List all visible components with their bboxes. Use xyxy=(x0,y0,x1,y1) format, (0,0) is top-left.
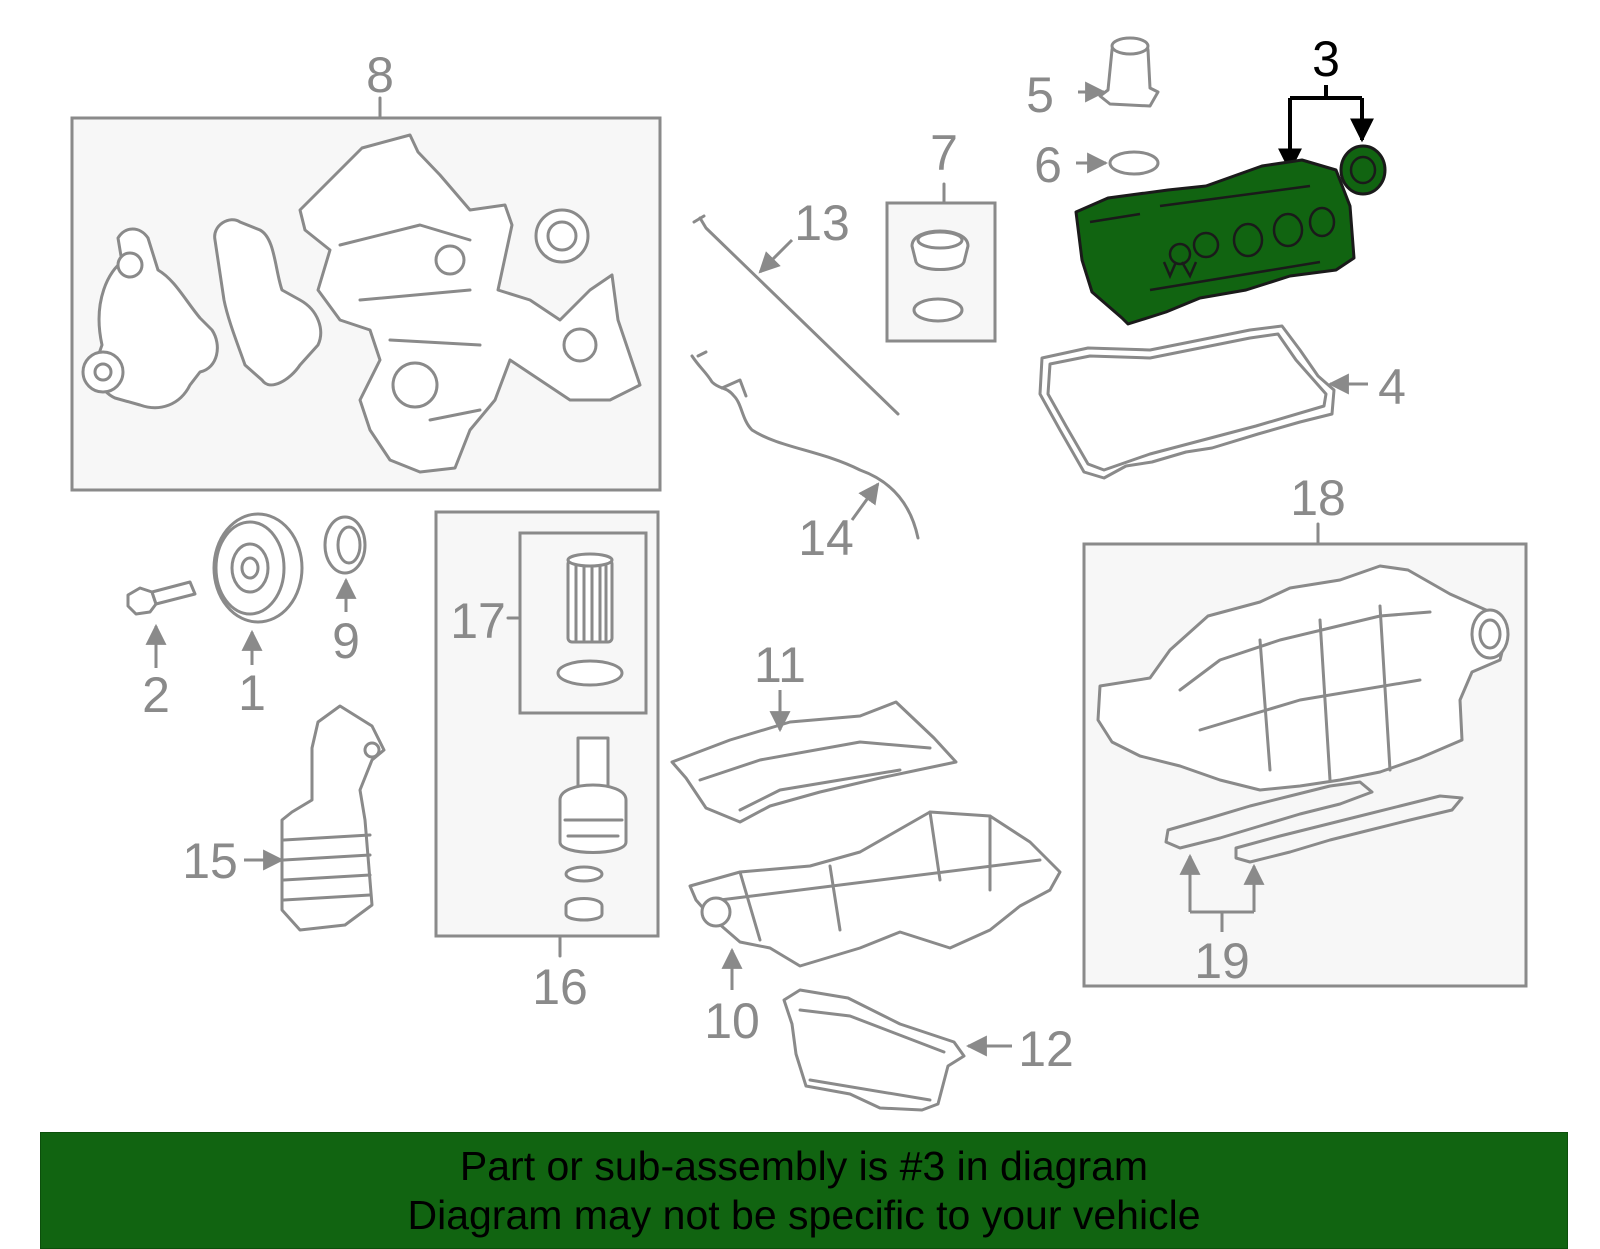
callout-17[interactable]: 17 xyxy=(450,593,506,649)
lower-oilpan-group: 12 xyxy=(782,988,1074,1112)
callout-1[interactable]: 1 xyxy=(238,665,266,721)
oil-baffle-part[interactable] xyxy=(670,700,958,824)
oil-filter-group: 17 16 xyxy=(434,510,660,1015)
intake-manifold-part[interactable] xyxy=(1096,564,1508,792)
oil-filter-housing-group: 15 xyxy=(182,704,386,932)
dipstick-tube-part[interactable] xyxy=(690,354,920,540)
valve-cover-gasket-part[interactable] xyxy=(1038,324,1336,480)
timing-cover-part[interactable] xyxy=(298,133,642,474)
callout-6[interactable]: 6 xyxy=(1034,137,1062,193)
upper-oil-pan-part[interactable] xyxy=(688,810,1062,968)
callout-11[interactable]: 11 xyxy=(754,637,806,693)
callout-9[interactable]: 9 xyxy=(332,613,360,669)
dipstick-part[interactable] xyxy=(698,216,900,416)
valve-gasket-group: 4 xyxy=(1038,324,1406,480)
callout-4[interactable]: 4 xyxy=(1378,359,1406,415)
outlet-gasket-part[interactable] xyxy=(1108,150,1160,176)
oil-cap-group: 7 xyxy=(885,125,997,343)
pulley-group: 1 2 9 xyxy=(126,512,367,723)
banner-line-2: Diagram may not be specific to your vehi… xyxy=(407,1191,1201,1238)
callout-12[interactable]: 12 xyxy=(1018,1021,1074,1077)
valve-cover-group: 3 xyxy=(1074,31,1387,326)
callout-3[interactable]: 3 xyxy=(1312,31,1340,87)
callout-2[interactable]: 2 xyxy=(142,667,170,723)
callout-15[interactable]: 15 xyxy=(182,833,238,889)
oil-filter-housing-part[interactable] xyxy=(280,704,386,932)
intake-group: 18 19 xyxy=(1082,470,1528,989)
baffle-group: 11 xyxy=(670,637,958,824)
valve-cover-part[interactable] xyxy=(1074,158,1356,326)
callout-19[interactable]: 19 xyxy=(1194,933,1250,989)
callout-14[interactable]: 14 xyxy=(798,510,854,566)
info-banner: Part or sub-assembly is #3 in diagram Di… xyxy=(40,1132,1568,1249)
intake-gasket-right-part[interactable] xyxy=(1234,794,1464,864)
callout-16[interactable]: 16 xyxy=(532,959,588,1015)
water-outlet-group: 5 6 xyxy=(1026,36,1160,193)
water-pump-gasket xyxy=(213,218,323,387)
pulley-bolt-part[interactable] xyxy=(126,586,158,616)
upper-oilpan-group: 10 xyxy=(688,810,1062,1049)
lower-oil-pan-part[interactable] xyxy=(782,988,966,1112)
callout-10[interactable]: 10 xyxy=(704,993,760,1049)
intake-gasket-left-part[interactable] xyxy=(1164,780,1374,850)
callout-7[interactable]: 7 xyxy=(930,125,958,181)
callout-8[interactable]: 8 xyxy=(366,47,394,103)
dipstick-group: 13 14 xyxy=(690,195,920,566)
callout-13[interactable]: 13 xyxy=(794,195,850,251)
callout-18[interactable]: 18 xyxy=(1290,470,1346,526)
callout-5[interactable]: 5 xyxy=(1026,67,1054,123)
banner-line-1: Part or sub-assembly is #3 in diagram xyxy=(459,1142,1149,1189)
timing-cover-group: 8 xyxy=(70,47,662,492)
valve-cover-seal-part[interactable] xyxy=(1339,144,1387,196)
